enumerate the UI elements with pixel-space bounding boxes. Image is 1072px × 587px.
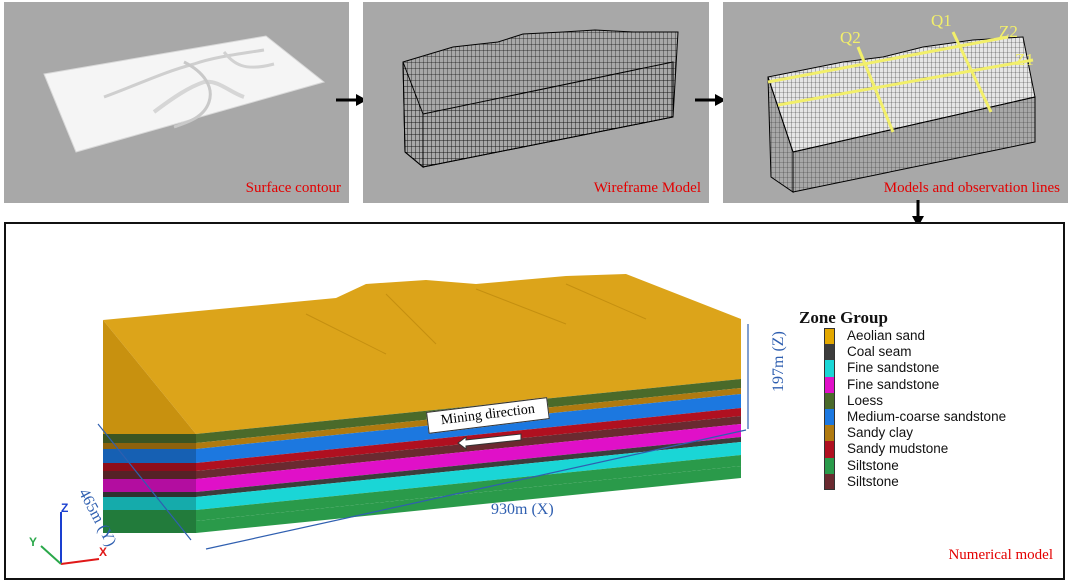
- panel-caption: Surface contour: [245, 180, 341, 196]
- arrow-right-icon: [336, 94, 367, 106]
- legend-label: Aeolian sand: [847, 328, 926, 343]
- legend-swatch: [824, 441, 835, 458]
- legend-swatch: [824, 425, 835, 442]
- legend-label: Siltstone: [847, 473, 899, 489]
- legend-item: Loess: [799, 392, 1006, 409]
- legend-label: Siltstone: [847, 457, 899, 473]
- terrain-relief: [385, 293, 437, 345]
- observation-label-q2: Q2: [840, 28, 861, 47]
- dimension-x-line: [205, 429, 747, 550]
- observation-lines-panel: Q2 Q1 Z2 Z1 Models and observation lines: [723, 2, 1068, 203]
- layer-front: [196, 437, 741, 497]
- layer-side: [103, 449, 196, 463]
- observation-line-z1: [777, 58, 1034, 107]
- left-face-top: [103, 320, 196, 434]
- legend-swatch: [824, 344, 835, 361]
- observation-model-image: [767, 31, 1036, 193]
- layer-front: [196, 424, 741, 492]
- layer-front: [196, 442, 741, 510]
- dimension-y-line: [97, 423, 192, 541]
- layer-front: [196, 455, 741, 521]
- legend-label: Medium-coarse sandstone: [847, 408, 1007, 424]
- dimension-x-label: 930m (X): [491, 501, 554, 518]
- surface-contour-panel: Surface contour: [4, 2, 349, 203]
- layer-side: [103, 497, 196, 510]
- observation-line-q1: [951, 31, 993, 113]
- layer-side: [103, 479, 196, 492]
- axis-y-label: Y: [29, 535, 38, 549]
- numerical-model-panel: 930m (X) 465m (Y) 197m (Z) Mining direct…: [4, 222, 1065, 580]
- legend-item: Sandy mudstone: [799, 441, 1006, 458]
- layer-side: [103, 434, 196, 443]
- legend-swatch: [824, 473, 835, 490]
- observation-label-z1: Z1: [1015, 50, 1034, 69]
- legend-item: Fine sandstone: [799, 360, 1006, 377]
- legend-label: Sandy mudstone: [847, 441, 949, 457]
- legend-label: Fine sandstone: [847, 376, 940, 392]
- legend-label: Sandy clay: [847, 425, 914, 441]
- legend-swatch: [824, 328, 835, 345]
- layer-side: [103, 492, 196, 497]
- legend-item: Siltstone: [799, 457, 1006, 474]
- legend-swatch: [824, 392, 835, 409]
- legend-item: Fine sandstone: [799, 376, 1006, 393]
- panel-caption: Numerical model: [948, 547, 1053, 563]
- layer-front: [196, 416, 741, 479]
- axis-z-label: Z: [61, 501, 69, 515]
- legend-label: Loess: [847, 392, 884, 408]
- observation-line-q2: [856, 46, 895, 133]
- legend-swatch: [824, 408, 835, 426]
- terrain-relief: [475, 288, 567, 325]
- axis-x-label: X: [99, 545, 108, 559]
- legend-title: Zone Group: [799, 308, 888, 327]
- legend-swatch: [824, 457, 835, 474]
- observation-label-z2: Z2: [999, 22, 1018, 41]
- terrain-relief: [305, 313, 387, 355]
- legend-label: Coal seam: [847, 344, 912, 360]
- observation-line-z2: [767, 35, 1009, 84]
- layer-side: [103, 443, 196, 449]
- legend-item: Medium-coarse sandstone: [799, 408, 1007, 426]
- panel-caption: Wireframe Model: [593, 180, 701, 196]
- mining-direction-arrow-icon: [457, 433, 522, 450]
- terrain-relief: [565, 283, 647, 320]
- wireframe-model-panel: Wireframe Model: [363, 2, 709, 203]
- top-surface: [103, 274, 741, 434]
- layer-side: [103, 521, 196, 533]
- legend-label: Fine sandstone: [847, 360, 940, 376]
- layer-front: [196, 466, 741, 533]
- observation-label-q1: Q1: [931, 11, 952, 30]
- legend-swatch: [824, 360, 835, 377]
- layer-side: [103, 510, 196, 521]
- legend-item: Siltstone: [799, 473, 1006, 490]
- surface-contour-image: [43, 35, 326, 153]
- panel-caption: Models and observation lines: [883, 180, 1060, 196]
- legend-swatch: [824, 376, 835, 393]
- arrow-right-icon: [695, 94, 726, 106]
- wireframe-model-image: [402, 29, 679, 169]
- legend-item: Sandy clay: [799, 425, 1006, 442]
- legend-item: Coal seam: [799, 344, 1006, 361]
- legend-item: Aeolian sand: [799, 328, 1006, 345]
- axis-x-line: [60, 558, 100, 565]
- axis-y-line: [40, 545, 62, 565]
- arrow-down-icon: [912, 200, 924, 227]
- layer-side: [103, 463, 196, 471]
- dimension-z-label: 197m (Z): [770, 331, 787, 392]
- layer-side: [103, 471, 196, 479]
